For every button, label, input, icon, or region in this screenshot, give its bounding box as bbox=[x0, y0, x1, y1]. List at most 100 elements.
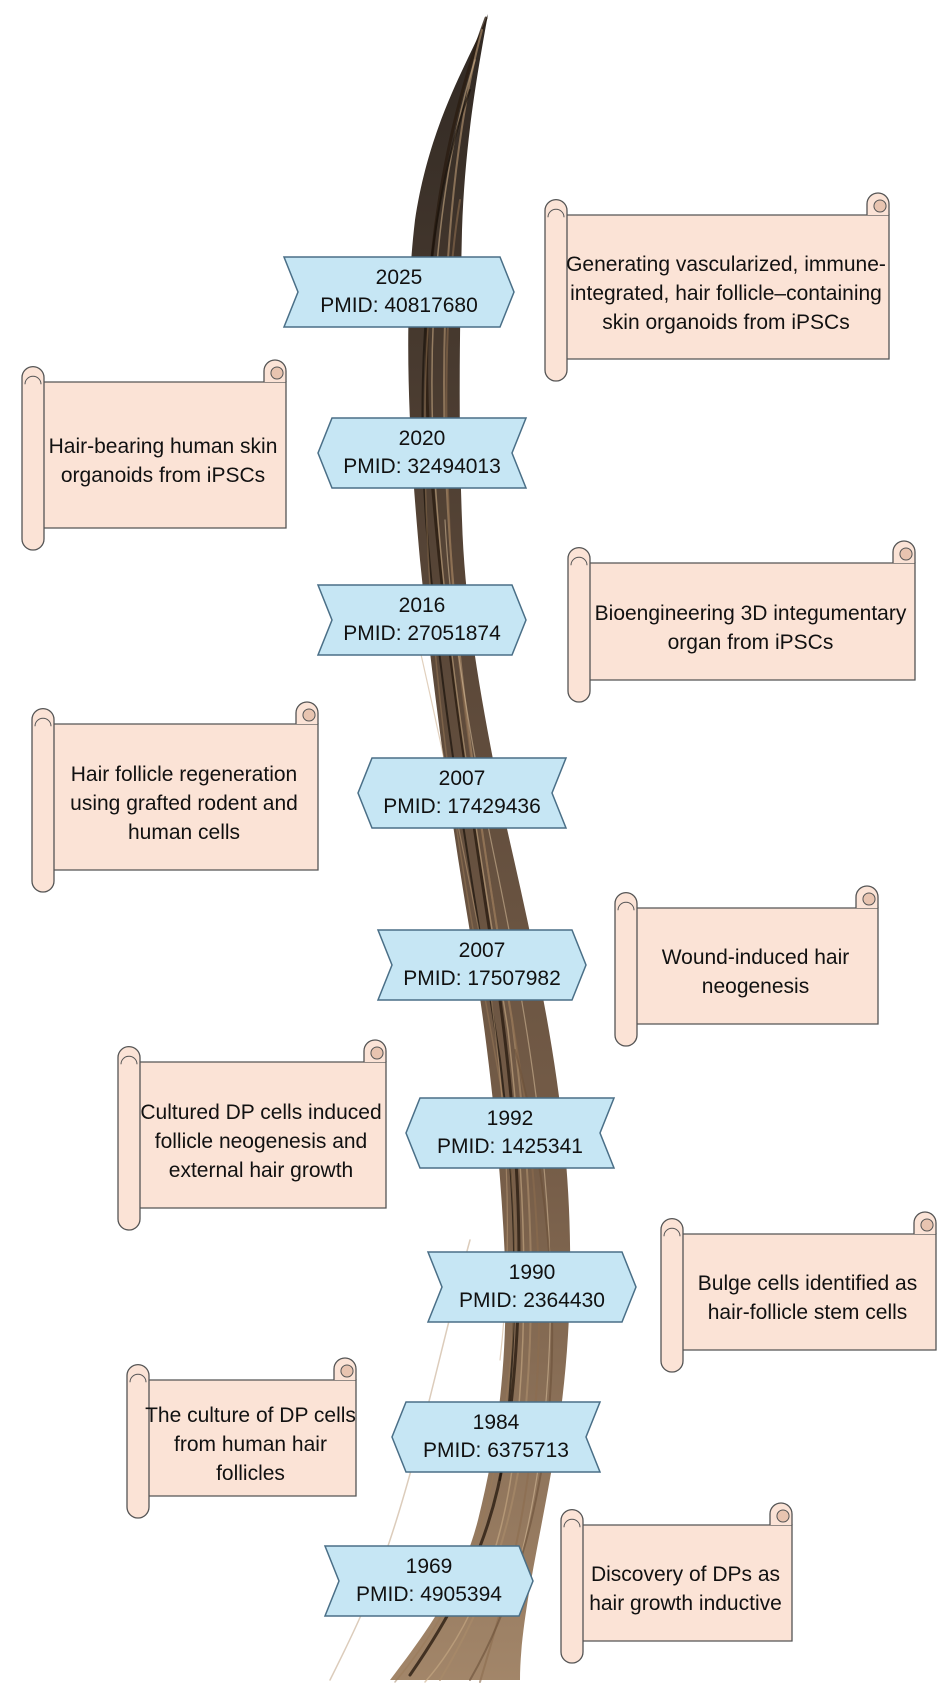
scroll-description-1992: Cultured DP cells induced follicle neoge… bbox=[107, 1039, 397, 1231]
banner-year: 2007 bbox=[458, 939, 506, 962]
banner-year: 1992 bbox=[486, 1107, 534, 1130]
banner-ribbon bbox=[317, 417, 528, 489]
banner-shape bbox=[317, 417, 528, 489]
timeline-banner-1969: 1969 PMID: 4905394 bbox=[323, 1545, 534, 1617]
scroll-shape bbox=[117, 1039, 387, 1231]
scroll-left-roll bbox=[567, 547, 591, 703]
banner-ribbon bbox=[323, 1545, 534, 1617]
scroll-text: Hair follicle regeneration using grafted… bbox=[70, 762, 298, 844]
scroll-top-curl-end bbox=[340, 1364, 354, 1378]
scroll-text: Generating vascularized, immune-integrat… bbox=[566, 252, 886, 334]
hair-strand-10 bbox=[329, 1239, 471, 1681]
banner-pmid: PMID: 40817680 bbox=[320, 294, 478, 317]
banner-year: 2007 bbox=[438, 767, 486, 790]
scroll-left-roll-curl bbox=[617, 901, 635, 911]
banner-year: 1984 bbox=[472, 1411, 520, 1434]
banner-ribbon bbox=[405, 1097, 616, 1169]
scroll-left-roll bbox=[544, 199, 568, 382]
banner-pmid: PMID: 4905394 bbox=[356, 1583, 502, 1606]
banner-shape bbox=[426, 1251, 637, 1323]
banner-year: 1990 bbox=[508, 1261, 556, 1284]
scroll-top-curl-end bbox=[370, 1046, 384, 1060]
banner-pmid: PMID: 17507982 bbox=[403, 967, 561, 990]
scroll-left-roll bbox=[21, 366, 45, 551]
scroll-top-curl-end bbox=[920, 1218, 934, 1232]
scroll-left-roll-curl bbox=[129, 1373, 147, 1383]
banner-pmid: PMID: 27051874 bbox=[343, 622, 501, 645]
scroll-shape bbox=[126, 1357, 357, 1519]
banner-year: 2016 bbox=[398, 594, 446, 617]
scroll-shape bbox=[614, 885, 879, 1047]
timeline-banner-2025: 2025 PMID: 40817680 bbox=[282, 256, 515, 328]
timeline-banner-1984: 1984 PMID: 6375713 bbox=[391, 1401, 602, 1473]
scroll-text: Hair-bearing human skin organoids from i… bbox=[48, 435, 278, 487]
banner-shape bbox=[282, 256, 515, 328]
scroll-top-curl-end bbox=[302, 708, 316, 722]
timeline-banner-1990: 1990 PMID: 2364430 bbox=[426, 1251, 637, 1323]
scroll-top-curl-end bbox=[899, 547, 913, 561]
banner-year: 1969 bbox=[405, 1555, 453, 1578]
scroll-top-curl-end bbox=[873, 199, 887, 213]
timeline-banner-1992: 1992 PMID: 1425341 bbox=[405, 1097, 616, 1169]
banner-pmid: PMID: 32494013 bbox=[343, 455, 501, 478]
scroll-left-roll-curl bbox=[570, 556, 588, 566]
scroll-left-roll-curl bbox=[120, 1055, 138, 1065]
scroll-text: The culture of DP cells from human hair … bbox=[145, 1403, 356, 1485]
scroll-left-roll bbox=[660, 1218, 684, 1373]
scroll-description-1969: Discovery of DPs as hair growth inductiv… bbox=[550, 1502, 803, 1664]
scroll-left-roll bbox=[614, 892, 638, 1047]
banner-shape bbox=[316, 584, 527, 656]
scroll-shape bbox=[21, 359, 287, 551]
scroll-left-roll bbox=[126, 1364, 150, 1519]
scroll-top-curl-end bbox=[776, 1509, 790, 1523]
banner-ribbon bbox=[316, 584, 527, 656]
scroll-text: Discovery of DPs as hair growth inductiv… bbox=[589, 1563, 782, 1615]
scroll-text: Bulge cells identified as hair-follicle … bbox=[697, 1272, 918, 1324]
banner-ribbon bbox=[282, 256, 515, 328]
scroll-text: Bioengineering 3D integumentary organ fr… bbox=[594, 601, 907, 654]
banner-shape bbox=[376, 929, 587, 1001]
banner-ribbon bbox=[391, 1401, 602, 1473]
banner-ribbon bbox=[357, 757, 568, 829]
scroll-left-roll-curl bbox=[663, 1227, 681, 1237]
scroll-text: Cultured DP cells induced follicle neoge… bbox=[140, 1100, 382, 1182]
scroll-shape bbox=[31, 701, 319, 893]
timeline-banner-2016: 2016 PMID: 27051874 bbox=[316, 584, 527, 656]
scroll-description-2016: Bioengineering 3D integumentary organ fr… bbox=[557, 540, 926, 703]
banner-year: 2020 bbox=[398, 427, 446, 450]
timeline-banner-2007-a: 2007 PMID: 17429436 bbox=[357, 757, 568, 829]
banner-shape bbox=[357, 757, 568, 829]
scroll-top-curl-end bbox=[862, 892, 876, 906]
banner-shape bbox=[405, 1097, 616, 1169]
scroll-shape bbox=[544, 192, 890, 382]
scroll-left-roll bbox=[31, 708, 55, 893]
scroll-description-2007-b: Wound-induced hair neogenesis bbox=[604, 885, 889, 1047]
scroll-description-2025: Generating vascularized, immune-integrat… bbox=[534, 192, 900, 382]
scroll-left-roll bbox=[117, 1046, 141, 1231]
scroll-left-roll bbox=[560, 1509, 584, 1664]
scroll-shape bbox=[660, 1211, 937, 1373]
banner-pmid: PMID: 2364430 bbox=[459, 1289, 605, 1312]
banner-ribbon bbox=[376, 929, 587, 1001]
scroll-description-1990: Bulge cells identified as hair-follicle … bbox=[650, 1211, 947, 1373]
banner-pmid: PMID: 1425341 bbox=[437, 1135, 583, 1158]
hair-strand-6 bbox=[394, 299, 516, 1683]
banner-pmid: PMID: 17429436 bbox=[383, 795, 541, 818]
banner-ribbon bbox=[426, 1251, 637, 1323]
scroll-shape bbox=[567, 540, 916, 703]
scroll-left-roll-curl bbox=[547, 208, 565, 218]
scroll-description-2007-a: Hair follicle regeneration using grafted… bbox=[21, 701, 329, 893]
banner-year: 2025 bbox=[375, 266, 423, 289]
banner-pmid: PMID: 6375713 bbox=[423, 1439, 569, 1462]
scroll-description-1984: The culture of DP cells from human hair … bbox=[116, 1357, 367, 1519]
timeline-banner-2020: 2020 PMID: 32494013 bbox=[317, 417, 528, 489]
scroll-description-2020: Hair-bearing human skin organoids from i… bbox=[11, 359, 297, 551]
timeline-banner-2007-b: 2007 PMID: 17507982 bbox=[376, 929, 587, 1001]
scroll-shape bbox=[560, 1502, 793, 1664]
scroll-left-roll-curl bbox=[563, 1518, 581, 1528]
scroll-left-roll-curl bbox=[24, 375, 42, 385]
banner-shape bbox=[391, 1401, 602, 1473]
banner-shape bbox=[323, 1545, 534, 1617]
scroll-top-curl-end bbox=[270, 366, 284, 380]
scroll-text: Wound-induced hair neogenesis bbox=[661, 946, 850, 998]
